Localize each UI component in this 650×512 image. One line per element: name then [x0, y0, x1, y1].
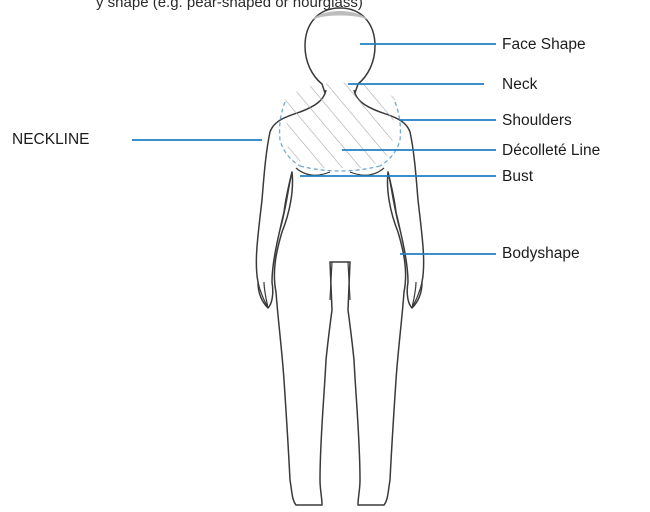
label-decollete-line: Décolleté Line	[502, 143, 600, 159]
label-shoulders: Shoulders	[502, 113, 572, 129]
label-face-shape: Face Shape	[502, 37, 586, 53]
label-neckline: NECKLINE	[12, 132, 90, 148]
label-bust: Bust	[502, 169, 533, 185]
label-bodyshape: Bodyshape	[502, 246, 580, 262]
label-neck: Neck	[502, 77, 537, 93]
leg-separation	[330, 262, 350, 300]
